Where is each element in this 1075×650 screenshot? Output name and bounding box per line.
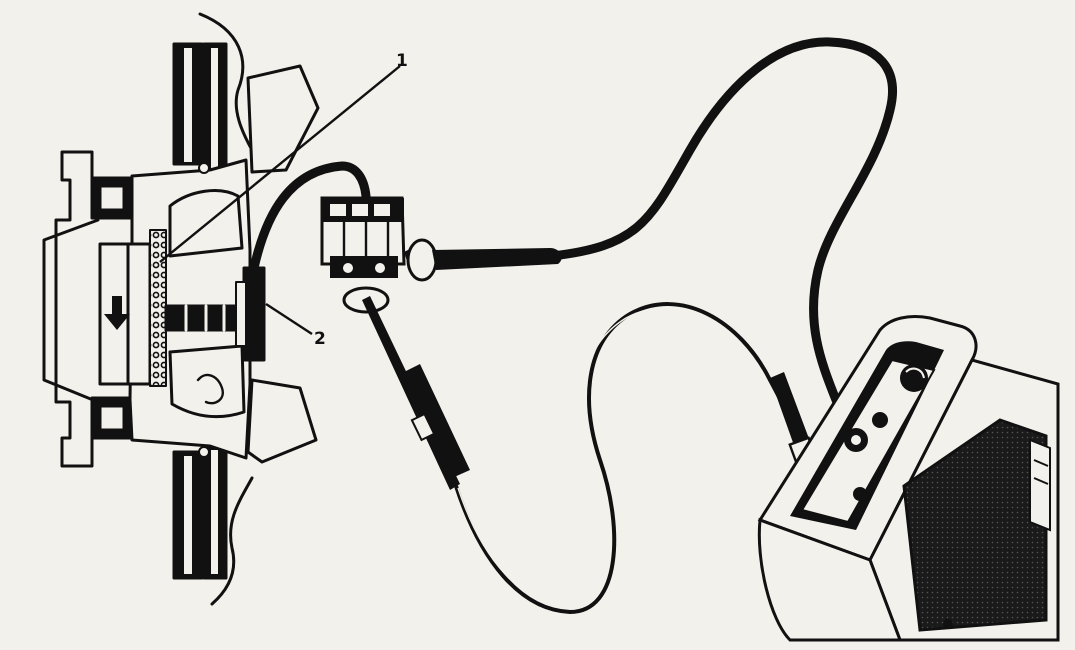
black-plug-boot bbox=[406, 238, 438, 282]
upper-plate-gap bbox=[184, 48, 192, 162]
backing-plate-lower bbox=[246, 378, 318, 464]
lower-casting bbox=[168, 344, 246, 419]
sensor-face bbox=[235, 281, 247, 347]
meter-foot bbox=[943, 619, 953, 629]
bolt-bottom-head bbox=[98, 404, 126, 432]
lower-plate-inner-gap bbox=[211, 450, 218, 574]
bolt-top-head bbox=[98, 184, 126, 212]
housing-outline-top bbox=[198, 12, 254, 152]
multimeter bbox=[757, 315, 1060, 642]
casting-detail bbox=[196, 373, 224, 405]
backing-plate-upper bbox=[246, 64, 320, 174]
input-jack-v bbox=[872, 412, 888, 428]
upper-plate-inner-gap bbox=[211, 48, 218, 172]
leader-line-2 bbox=[265, 302, 313, 336]
breakout-connector bbox=[320, 196, 406, 278]
black-lead-cable bbox=[547, 37, 897, 453]
meter-top-panel bbox=[800, 358, 936, 524]
socket-right bbox=[373, 261, 387, 275]
lower-plate-gap bbox=[184, 456, 192, 574]
probe-handle bbox=[404, 364, 470, 478]
connector-socket-row bbox=[330, 256, 398, 278]
socket-left bbox=[341, 261, 355, 275]
black-lead-grip bbox=[432, 248, 562, 270]
down-arrow-icon bbox=[104, 296, 130, 330]
black-test-lead bbox=[404, 37, 897, 453]
probe-collar bbox=[410, 412, 436, 442]
tone-ring bbox=[149, 229, 167, 387]
hub-assembly bbox=[42, 12, 320, 606]
hub-flange bbox=[42, 150, 100, 468]
sensor-lead bbox=[249, 161, 371, 273]
probe-cable bbox=[454, 302, 802, 615]
callout-label-1: 1 bbox=[396, 51, 408, 71]
callout-1: 1 bbox=[159, 51, 408, 263]
fixing-top bbox=[198, 162, 210, 174]
input-jack-a bbox=[853, 487, 867, 501]
axle-band bbox=[164, 304, 240, 332]
housing-outline-bottom bbox=[210, 476, 254, 606]
callout-2: 2 bbox=[265, 302, 326, 349]
meter-case-left bbox=[757, 517, 903, 642]
fixing-bottom bbox=[198, 446, 210, 458]
leader-line-1 bbox=[159, 65, 401, 263]
callout-label-2: 2 bbox=[314, 329, 326, 349]
